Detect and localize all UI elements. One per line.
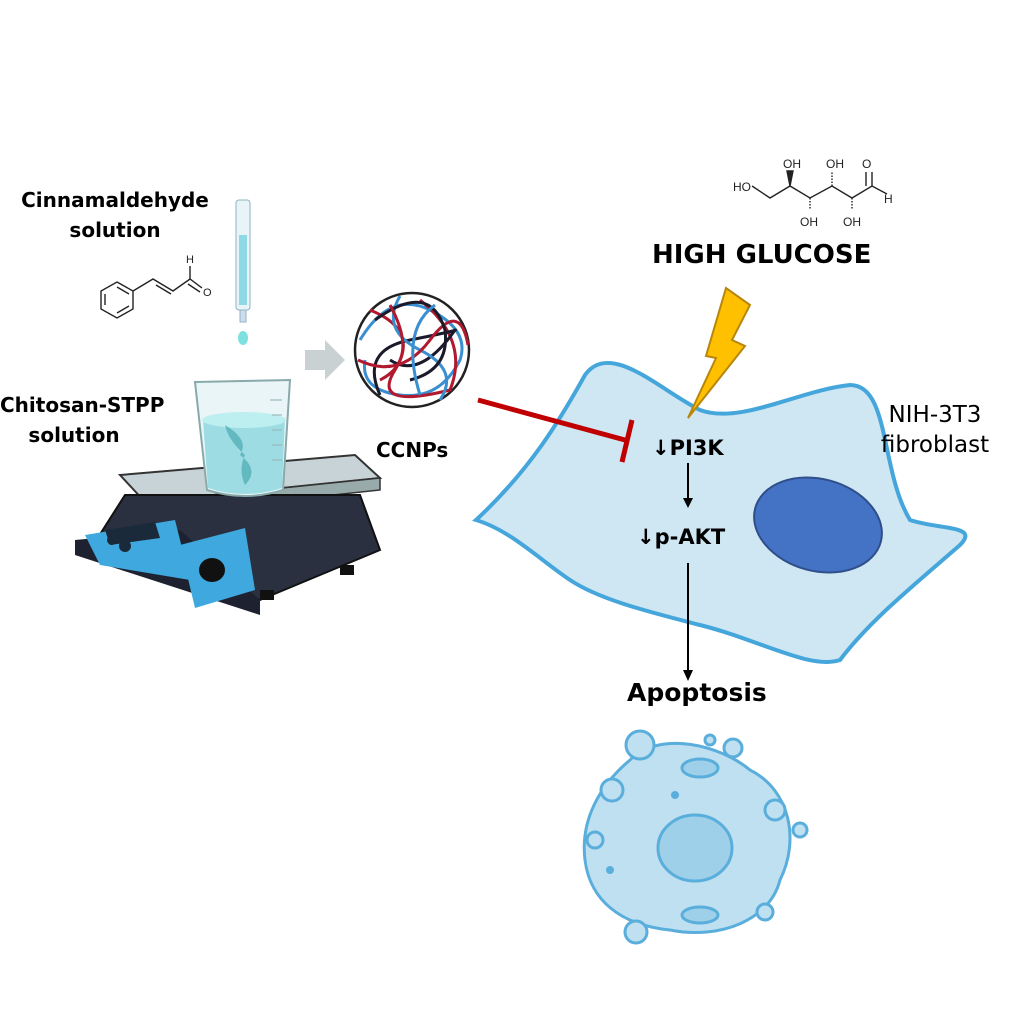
pi3k-label: ↓PI3K (652, 436, 724, 460)
chitosan-label-line2: solution (28, 423, 120, 447)
svg-text:OH: OH (826, 157, 844, 171)
cell-type-label-line2: fibroblast (880, 432, 990, 458)
cell-type-label-line1: NIH-3T3 (888, 402, 982, 428)
lightning-bolt-icon (687, 286, 752, 419)
svg-text:OH: OH (800, 215, 818, 229)
chitosan-label-line1: Chitosan-STPP (0, 393, 165, 417)
ccnp-nanoparticle-icon (353, 291, 471, 409)
svg-text:H: H (186, 254, 194, 266)
svg-text:O: O (862, 157, 871, 171)
cinnamaldehyde-structure: H O (100, 254, 212, 319)
cinnamaldehyde-label-line1: Cinnamaldehyde (21, 188, 209, 212)
ccnps-label: CCNPs (376, 438, 449, 462)
signaling-arrows (683, 463, 693, 681)
cinnamaldehyde-label-line2: solution (69, 218, 161, 242)
apoptosis-label: Apoptosis (627, 678, 767, 707)
cell-type-label: NIH-3T3 fibroblast (880, 400, 990, 460)
fibroblast-cell (472, 360, 968, 664)
apoptotic-cell-icon (582, 729, 809, 945)
svg-text:O: O (203, 287, 212, 299)
pipette-icon (235, 199, 251, 345)
nucleus (753, 476, 883, 574)
beaker-icon (193, 378, 292, 497)
chitosan-label: Chitosan-STPP solution (0, 390, 165, 450)
inhibition-arrow (477, 397, 635, 463)
hotplate-stirrer-icon (75, 453, 383, 615)
svg-text:HO: HO (733, 180, 751, 194)
svg-text:OH: OH (783, 157, 801, 171)
process-arrow-icon (305, 340, 345, 380)
high-glucose-label: HIGH GLUCOSE (652, 240, 872, 270)
cinnamaldehyde-label: Cinnamaldehyde solution (15, 185, 215, 245)
glucose-structure: HO OH OH O OH OH H (733, 157, 893, 229)
svg-text:H: H (884, 192, 893, 206)
svg-text:OH: OH (843, 215, 861, 229)
pakt-label: ↓p-AKT (637, 525, 726, 549)
